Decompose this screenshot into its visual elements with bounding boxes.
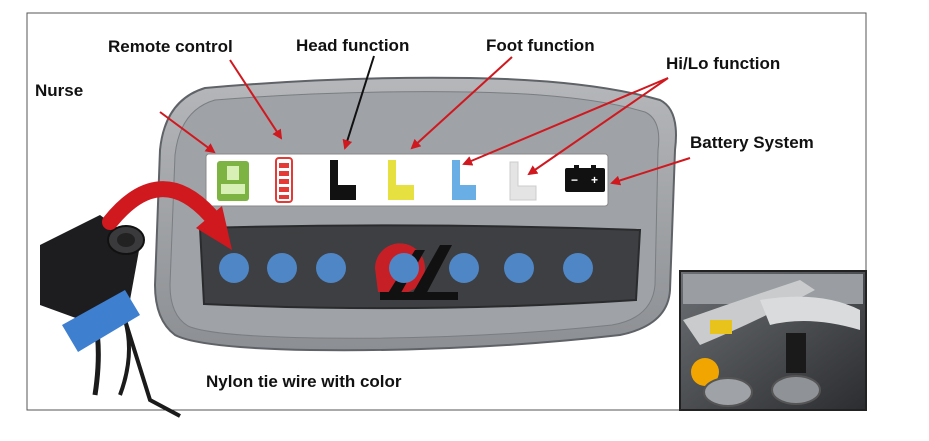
remote-control-icon — [275, 157, 293, 203]
port-7[interactable] — [563, 253, 593, 283]
head-function-label: Head function — [296, 36, 409, 55]
connector-plug — [40, 215, 181, 418]
battery-system-label: Battery System — [690, 133, 814, 152]
hilo-function-icon — [452, 160, 476, 200]
port-2[interactable] — [267, 253, 297, 283]
nylon-tie-wrap — [62, 290, 140, 352]
port-4[interactable] — [389, 253, 419, 283]
hilo-function-icon-2 — [509, 161, 537, 201]
control-box — [153, 76, 677, 352]
port-6[interactable] — [504, 253, 534, 283]
connection-ports — [219, 253, 593, 283]
remote-control-label: Remote control — [108, 37, 233, 56]
hilo-function-label: Hi/Lo function — [666, 54, 780, 73]
battery-minus-sign: − — [571, 173, 578, 187]
insert-direction-arrow — [102, 181, 218, 230]
nurse-label: Nurse — [35, 81, 83, 100]
nylon-tie-label: Nylon tie wire with color — [206, 372, 402, 391]
head-function-icon — [330, 160, 356, 200]
insert-arrow-head — [196, 206, 232, 250]
nurse-icon — [217, 161, 249, 201]
battery-icon: − + — [565, 165, 605, 192]
foot-function-icon — [388, 160, 414, 200]
port-1[interactable] — [219, 253, 249, 283]
battery-plus-sign: + — [591, 173, 598, 187]
foot-function-label: Foot function — [486, 36, 595, 55]
icon-strip — [205, 153, 609, 207]
port-3[interactable] — [316, 253, 346, 283]
callout-arrows — [159, 55, 691, 186]
photo-inset — [679, 270, 867, 411]
port-5[interactable] — [449, 253, 479, 283]
